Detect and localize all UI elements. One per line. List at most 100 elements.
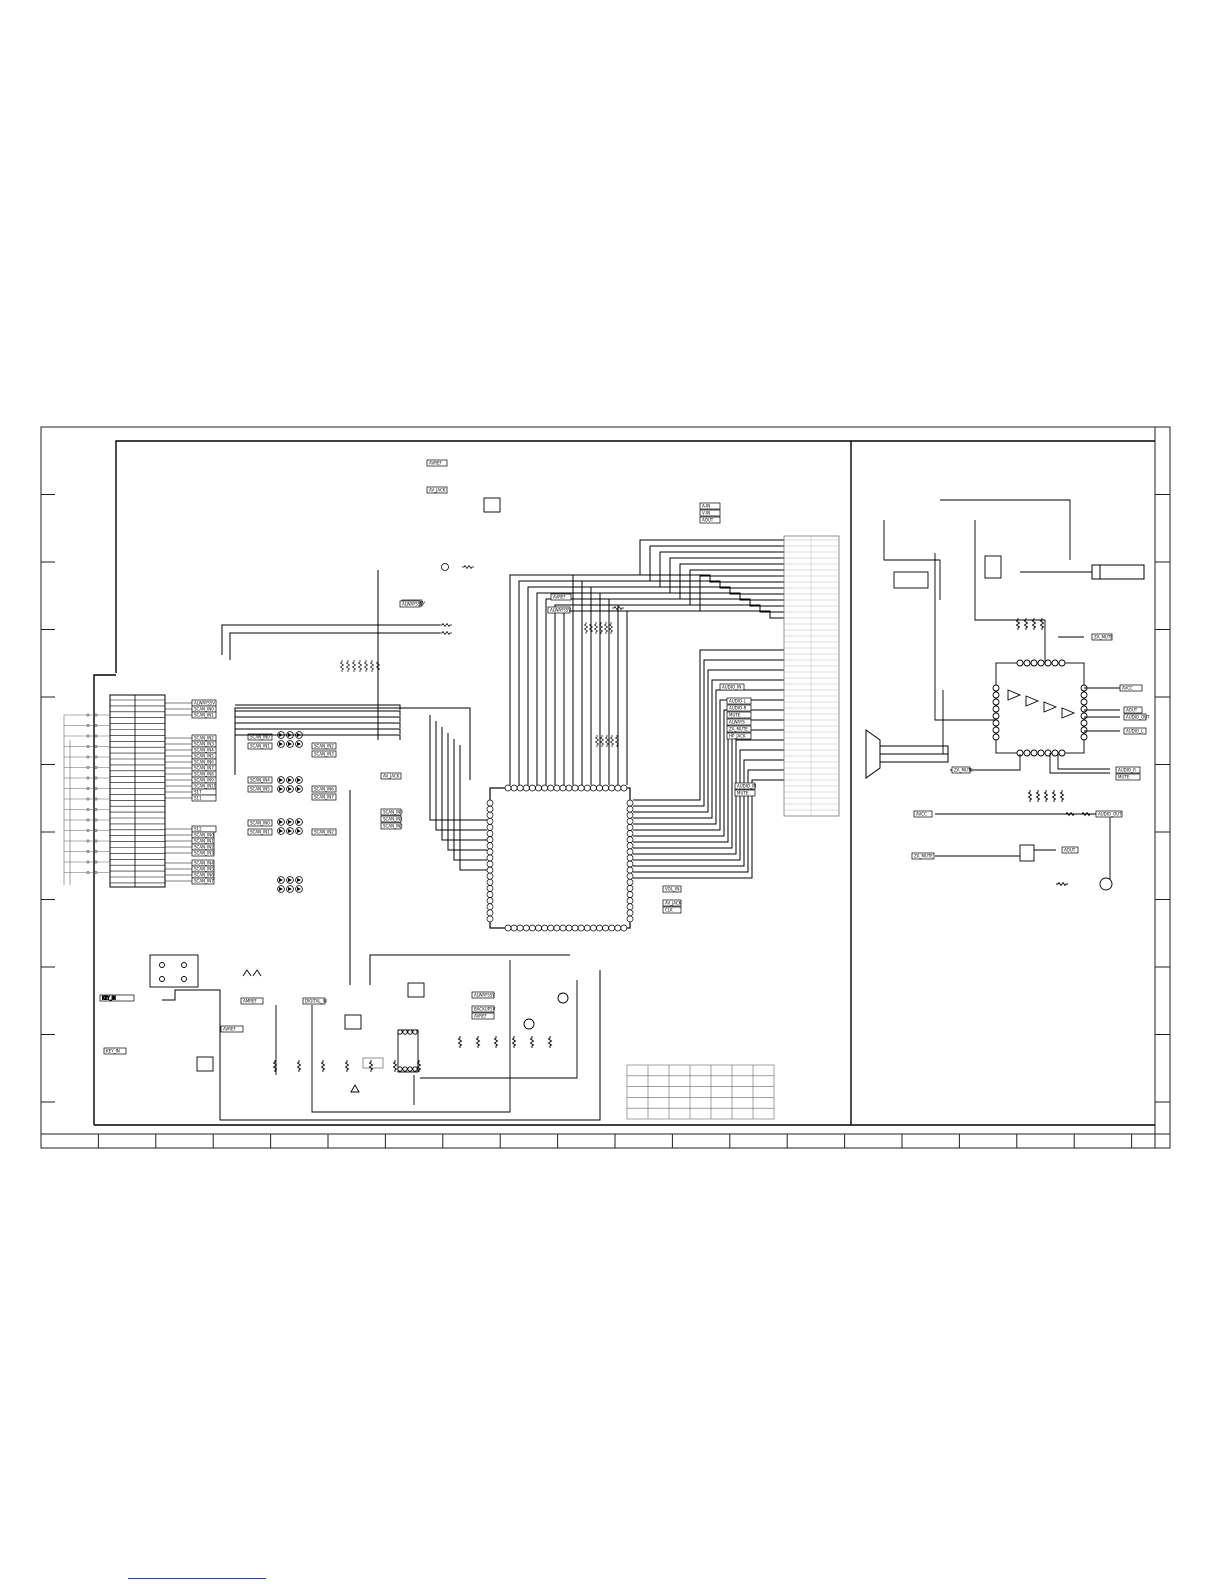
net-label-box	[247, 819, 273, 827]
net-label-text: SCAN_IN2	[314, 830, 334, 835]
net-label-text: AV_JACK	[429, 488, 446, 493]
bus-wire	[633, 649, 784, 801]
ic-pin	[565, 784, 573, 792]
net-label-text: SCAN_IN2	[194, 845, 214, 850]
net-label-text: AMREF	[243, 999, 257, 1004]
bridge-block	[893, 571, 929, 589]
switch-contact	[94, 860, 98, 864]
ic-pin	[504, 924, 512, 932]
net-label-text: AVREF	[429, 461, 443, 466]
ic-pin	[1037, 749, 1045, 757]
diode-arrow	[288, 820, 292, 824]
net-label-text: SCAN_IN2	[383, 824, 403, 829]
ic-pin	[1030, 659, 1038, 667]
net-label-text: ZA_MUTE	[954, 768, 973, 773]
ic-pin	[1058, 749, 1066, 757]
connector-label: SCAN_IN8	[191, 770, 217, 778]
bus-wire	[633, 709, 784, 837]
resistor	[583, 622, 589, 634]
bus-wire	[229, 632, 440, 660]
net-label-box	[662, 906, 682, 914]
main-microcontroller	[486, 784, 634, 932]
diode-arrow	[297, 878, 301, 882]
connector-label: SCAN_IN5	[191, 752, 217, 760]
net-label-box	[311, 742, 337, 750]
switch-contact	[86, 744, 90, 748]
transistor-block	[984, 555, 1002, 579]
switch-contact	[94, 765, 98, 769]
net-label-text: AV_JACK	[383, 774, 400, 779]
diode-arrow	[297, 887, 301, 891]
component-outline	[362, 1057, 384, 1069]
net-label-text: ALWAYS5V	[550, 608, 571, 613]
ic-pin	[626, 903, 634, 911]
resistor	[351, 660, 357, 672]
scan-diode-groups	[277, 731, 303, 893]
net-label-box	[734, 789, 756, 797]
switch-contact	[94, 797, 98, 801]
net-label-text: MUTE	[737, 791, 749, 796]
net-label-text: SCAN_IN0	[194, 707, 214, 712]
ic-pin	[992, 726, 1000, 734]
net-label-text: CLK	[665, 908, 673, 913]
net-label-box	[913, 810, 933, 818]
bus-wire	[235, 710, 401, 716]
ic-pin	[553, 784, 561, 792]
net-label-box	[719, 683, 745, 691]
diode-arrow	[279, 787, 283, 791]
connector-label: SCAN_IN3	[191, 740, 217, 748]
net-label-box	[311, 828, 337, 836]
resistor	[1023, 618, 1029, 630]
net-label-text: SCAN_IN0	[250, 735, 270, 740]
net-label: KEY_IN	[99, 994, 135, 1002]
transistor-block	[196, 1056, 214, 1072]
warning-triangle-icon	[350, 1084, 360, 1093]
connector-label: SCAN_IN10	[191, 782, 217, 790]
switch-contact	[94, 744, 98, 748]
net-label-text: ZA_MUTE	[1094, 635, 1113, 640]
ic-pin	[1058, 659, 1066, 667]
ic-pin	[529, 924, 536, 932]
net-label-box	[426, 486, 448, 494]
switch-contact	[86, 723, 90, 727]
wire	[940, 499, 1071, 560]
diode-arrow	[279, 878, 283, 882]
net-label-text: AUDIO_R	[1118, 768, 1136, 773]
switch-contact	[86, 807, 90, 811]
net-label: AV_JACK	[662, 899, 682, 907]
net-label: ZA_MUTE	[726, 725, 752, 733]
net-label: HP_JACK	[726, 732, 752, 740]
net-label-box	[550, 593, 572, 601]
net-label-text: ZA_MUTE	[729, 727, 748, 732]
resistor	[529, 1036, 535, 1048]
wire	[883, 520, 941, 600]
switch-contact	[86, 818, 90, 822]
ic-pin	[614, 784, 622, 792]
connector-label: S12	[191, 825, 217, 833]
connector-label: SCAN_IN1	[191, 837, 215, 845]
net-label-text: SCAN_IN5	[194, 754, 214, 759]
net-label-text: ALWAYS5V	[194, 701, 215, 706]
ic-pin	[992, 684, 1000, 692]
ic-pin	[992, 712, 1000, 720]
ic-pin	[626, 860, 634, 868]
ic-pin	[626, 805, 634, 813]
opamp-symbol	[1061, 707, 1076, 719]
scan-label: SCAN_IN0	[247, 733, 273, 741]
scan-label: SCAN_IN3	[311, 750, 337, 758]
net-label-box	[471, 991, 495, 999]
switch-contact	[86, 839, 90, 843]
ic-pin	[486, 860, 494, 868]
left-switch-matrix	[63, 713, 110, 885]
crystal	[523, 1018, 535, 1030]
net-label-text: AUDIO-R	[729, 706, 747, 711]
ic-pin	[486, 872, 494, 880]
net-label-box	[1115, 773, 1141, 781]
net-label-text: S11	[194, 796, 202, 801]
connector-label: SCAN_IN2	[191, 734, 217, 742]
bus-wire	[633, 729, 784, 849]
net-label-text: AOUT	[702, 518, 714, 523]
net-label-box	[380, 815, 402, 823]
diode-arrow	[279, 820, 283, 824]
